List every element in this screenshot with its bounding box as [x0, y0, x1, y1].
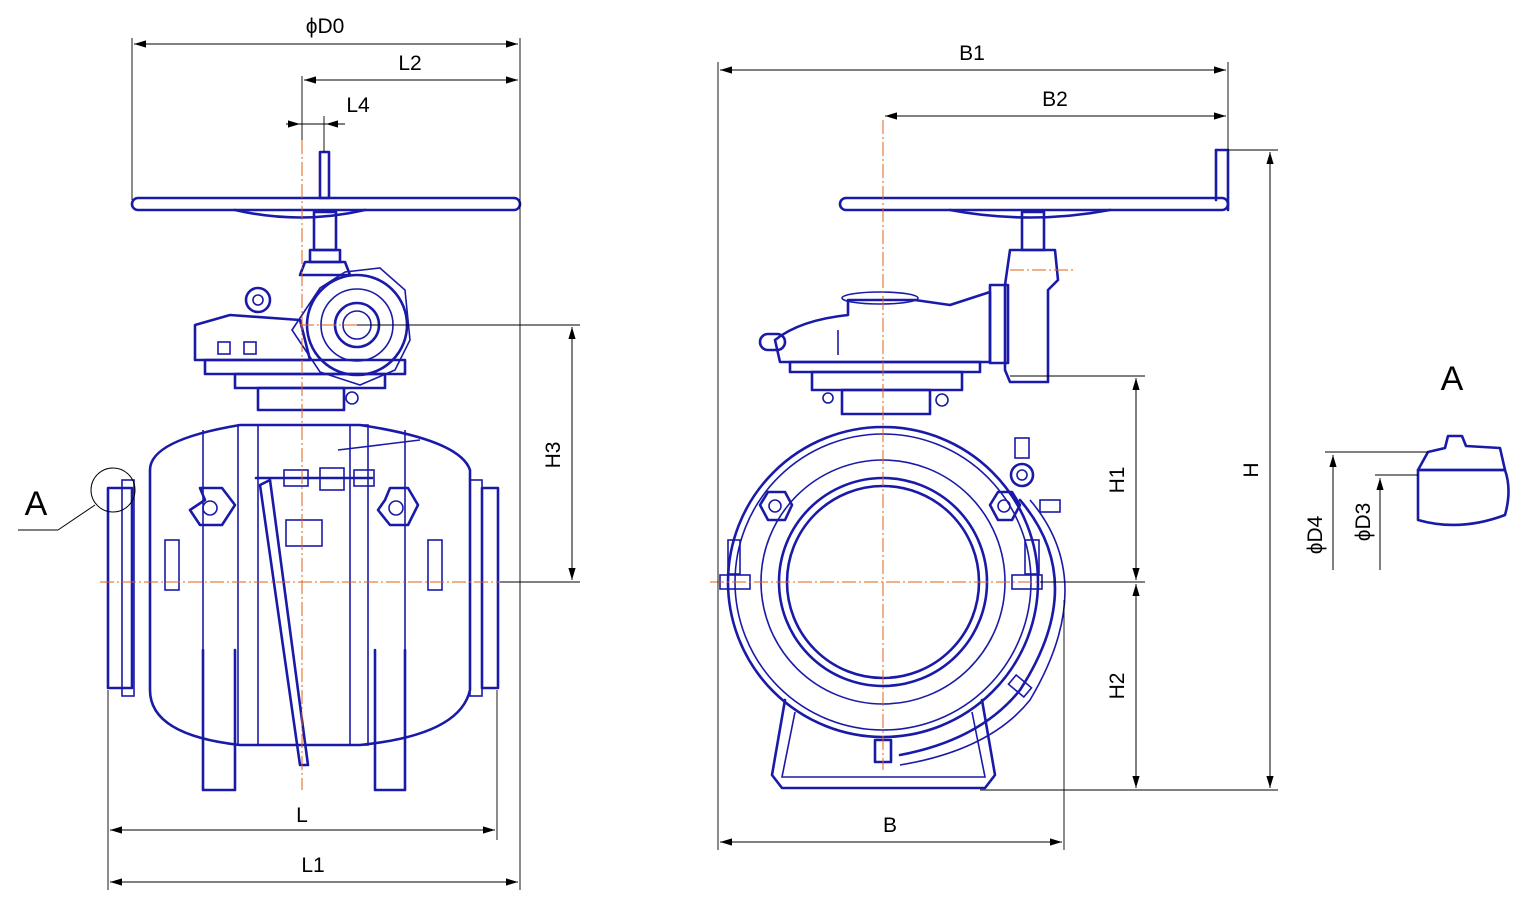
label-l: L — [296, 804, 308, 827]
front-view — [100, 140, 522, 792]
front-flanges — [106, 479, 500, 697]
label-b: B — [883, 814, 897, 837]
front-handwheel — [130, 150, 522, 264]
label-d4: ϕD4 — [1304, 515, 1327, 554]
label-d3: ϕD3 — [1352, 503, 1375, 542]
front-valve-body — [148, 423, 472, 792]
label-h3: H3 — [542, 442, 565, 469]
side-valve-body — [719, 425, 1066, 790]
side-view — [710, 120, 1230, 790]
label-detail-a: A — [1441, 360, 1464, 398]
label-l2: L2 — [398, 52, 421, 75]
side-handwheel — [838, 148, 1230, 252]
label-h: H — [1240, 462, 1263, 477]
label-h1: H1 — [1106, 467, 1129, 494]
dimension-labels: ϕD0 L2 L4 H3 A L L1 B1 B2 H1 H2 H B A ϕD… — [25, 15, 1464, 877]
detail-dimensions — [1325, 451, 1428, 570]
label-h2: H2 — [1106, 673, 1129, 700]
side-dimensions — [717, 62, 1278, 850]
label-a-callout: A — [25, 485, 48, 523]
label-d0: ϕD0 — [306, 15, 345, 38]
label-b2: B2 — [1042, 88, 1068, 111]
label-l1: L1 — [301, 854, 324, 877]
label-b1: B1 — [959, 42, 985, 65]
label-l4: L4 — [346, 94, 370, 117]
detail-a — [1416, 434, 1510, 527]
side-gearbox — [758, 248, 1060, 416]
front-dimensions — [18, 38, 580, 890]
